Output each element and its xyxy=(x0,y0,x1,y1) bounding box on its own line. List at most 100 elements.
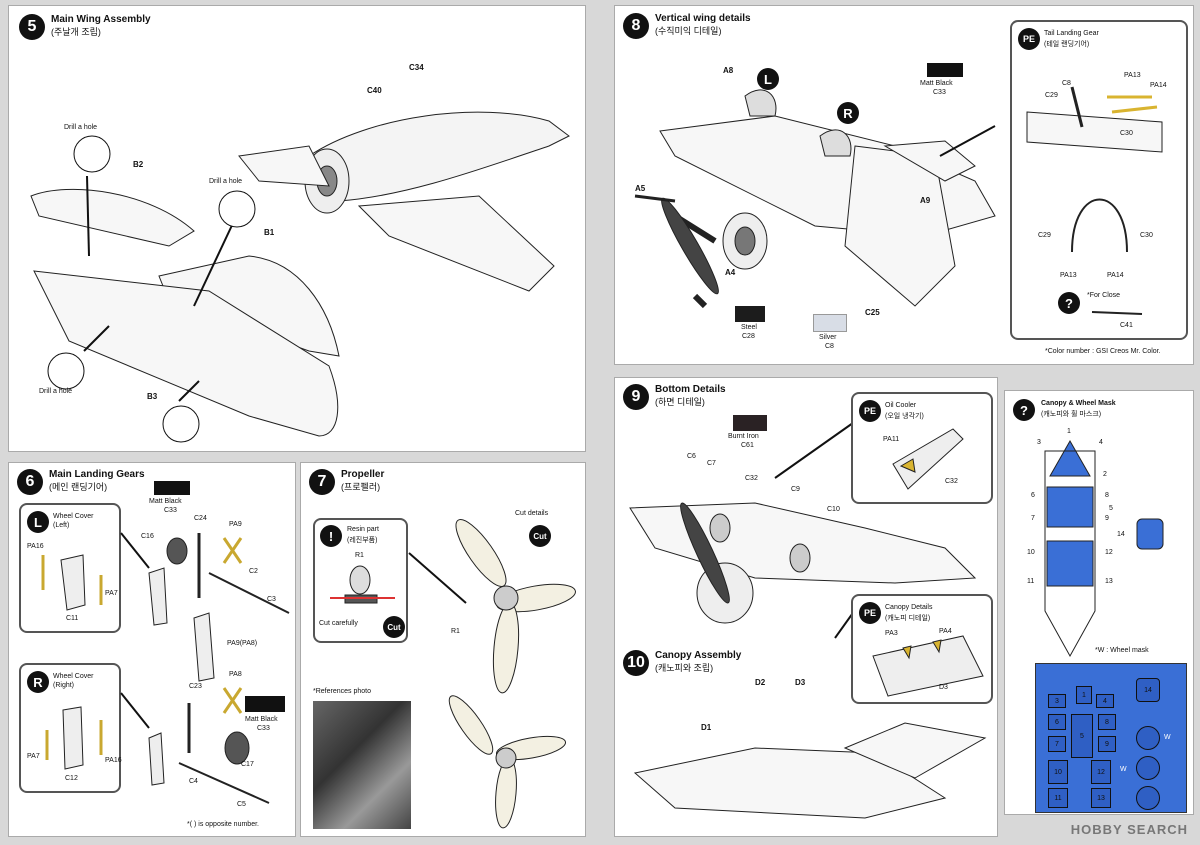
left-cover-title: Wheel Cover xyxy=(53,513,94,520)
cut-carefully-label: Cut carefully xyxy=(319,620,358,627)
left-badge: L xyxy=(27,511,49,533)
matt-black-label: Matt Black xyxy=(149,498,182,505)
left-cover-drawing xyxy=(21,505,121,633)
mask-num-11: 11 xyxy=(1027,578,1035,585)
mask-num-5: 5 xyxy=(1109,505,1113,512)
sheet-cell-4: 4 xyxy=(1096,694,1114,708)
burnt-iron-code: C61 xyxy=(741,442,754,449)
label-pa7-right: PA7 xyxy=(27,753,40,760)
label-a5: A5 xyxy=(635,184,646,193)
resin-part-drawing xyxy=(315,520,408,643)
label-c25: C25 xyxy=(865,308,880,317)
warning-badge: ! xyxy=(320,525,342,547)
label-pa11: PA11 xyxy=(883,436,900,443)
right-badge: R xyxy=(27,671,49,693)
drill-note-3: Drill a hole xyxy=(39,388,73,395)
sheet-cell-14: 14 xyxy=(1136,678,1160,702)
resin-part-box: ! Resin part (레진부품) R1 Cut carefully Cut xyxy=(313,518,408,643)
for-close-label: *For Close xyxy=(1087,292,1121,299)
label-c9: C9 xyxy=(791,486,800,493)
mask-sub: (캐노피와 휠 마스크) xyxy=(1041,411,1102,418)
step-number-9: 9 xyxy=(623,384,649,410)
step-number: 6 xyxy=(17,469,43,495)
step-title-10: Canopy Assembly xyxy=(655,650,742,661)
label-c40: C40 xyxy=(367,86,382,95)
mask-num-9: 9 xyxy=(1105,515,1109,522)
wheel-mask-circle-3 xyxy=(1136,786,1160,810)
sheet-cell-1: 1 xyxy=(1076,686,1092,704)
label-b2: B2 xyxy=(133,160,144,169)
step-subtitle: (프로펠러) xyxy=(341,482,381,492)
label-c29: C29 xyxy=(1045,92,1058,99)
right-cover-drawing xyxy=(21,665,121,793)
tail-gear-title: Tail Landing Gear xyxy=(1044,30,1099,37)
label-a8: A8 xyxy=(723,66,734,75)
label-c30: C30 xyxy=(1120,130,1133,137)
step6-panel: 6 Main Landing Gears(메인 랜딩기어) Matt Black… xyxy=(8,462,296,837)
steel-code: C28 xyxy=(742,333,755,340)
label-d2: D2 xyxy=(755,678,766,687)
label-pa9-pa8: PA9(PA8) xyxy=(227,640,258,647)
bottom-details-drawing xyxy=(615,378,999,838)
wheel-mask-note: *W : Wheel mask xyxy=(1095,647,1149,654)
cut-details-label: Cut details xyxy=(515,510,549,517)
wheel-label-2: W xyxy=(1120,766,1127,773)
label-c16: C16 xyxy=(141,533,154,540)
steel-label: Steel xyxy=(741,324,757,331)
label-c34: C34 xyxy=(409,63,424,72)
label-r1: R1 xyxy=(355,552,364,559)
sheet-cell-10: 10 xyxy=(1048,760,1068,784)
label-c4: C4 xyxy=(189,778,198,785)
matt-black-code-2: C33 xyxy=(257,725,270,732)
opposite-number-note: *( ) is opposite number. xyxy=(187,821,259,828)
silver-label: Silver xyxy=(819,334,837,341)
mask-num-10: 10 xyxy=(1027,549,1035,556)
propeller-drawing xyxy=(301,463,587,838)
vertical-wing-drawing xyxy=(615,6,1195,366)
label-c24: C24 xyxy=(194,515,207,522)
mask-sheet: 3 1 4 6 5 8 7 9 10 12 11 13 14 W W xyxy=(1035,663,1187,813)
mask-num-4: 4 xyxy=(1099,439,1103,446)
label-pa14-b: PA14 xyxy=(1107,272,1124,279)
sheet-cell-3: 3 xyxy=(1048,694,1066,708)
silver-swatch xyxy=(813,314,847,332)
left-cover-sub: (Left) xyxy=(53,522,70,529)
step-subtitle: (수직미익 디테일) xyxy=(655,26,722,36)
tail-gear-sub: (테일 랜딩기어) xyxy=(1044,41,1090,48)
matt-black-swatch-8 xyxy=(927,63,963,77)
label-pa4: PA4 xyxy=(939,628,952,635)
mask-num-12: 12 xyxy=(1105,549,1113,556)
sheet-cell-11: 11 xyxy=(1048,788,1068,808)
wheel-mask-circle-1 xyxy=(1136,726,1160,750)
oil-cooler-box: PE Oil Cooler (오일 냉각기) PA11 C32 xyxy=(851,392,993,504)
burnt-iron-label: Burnt Iron xyxy=(728,433,759,440)
label-a9: A9 xyxy=(920,196,931,205)
label-c5: C5 xyxy=(237,801,246,808)
step-number: 7 xyxy=(309,469,335,495)
step9-10-panel: 9 Bottom Details(하면 디테일) Burnt Iron C61 … xyxy=(614,377,998,837)
mask-num-7: 7 xyxy=(1031,515,1035,522)
step-number: 5 xyxy=(19,14,45,40)
label-a4: A4 xyxy=(725,268,736,277)
mask-num-13: 13 xyxy=(1105,578,1113,585)
matt-black-code-8: C33 xyxy=(933,89,946,96)
label-pa13-b: PA13 xyxy=(1060,272,1077,279)
label-c10: C10 xyxy=(827,506,840,513)
mask-num-3: 3 xyxy=(1037,439,1041,446)
label-b1: B1 xyxy=(264,228,275,237)
sheet-cell-9: 9 xyxy=(1098,736,1116,752)
label-c6: C6 xyxy=(687,453,696,460)
matt-black-swatch xyxy=(154,481,190,495)
label-pa9: PA9 xyxy=(229,521,242,528)
mask-outline-drawing xyxy=(1005,391,1195,816)
sheet-cell-12: 12 xyxy=(1091,760,1111,784)
mask-num-2: 2 xyxy=(1103,471,1107,478)
question-badge-8: ? xyxy=(1058,292,1080,314)
mask-title: Canopy & Wheel Mask xyxy=(1041,400,1116,407)
cut-badge: Cut xyxy=(383,616,405,638)
mask-num-8: 8 xyxy=(1105,492,1109,499)
label-c8: C8 xyxy=(1062,80,1071,87)
step7-panel: 7 Propeller(프로펠러) ! Resin part (레진부품) R1… xyxy=(300,462,586,837)
label-c11: C11 xyxy=(66,615,79,622)
label-c23: C23 xyxy=(189,683,202,690)
